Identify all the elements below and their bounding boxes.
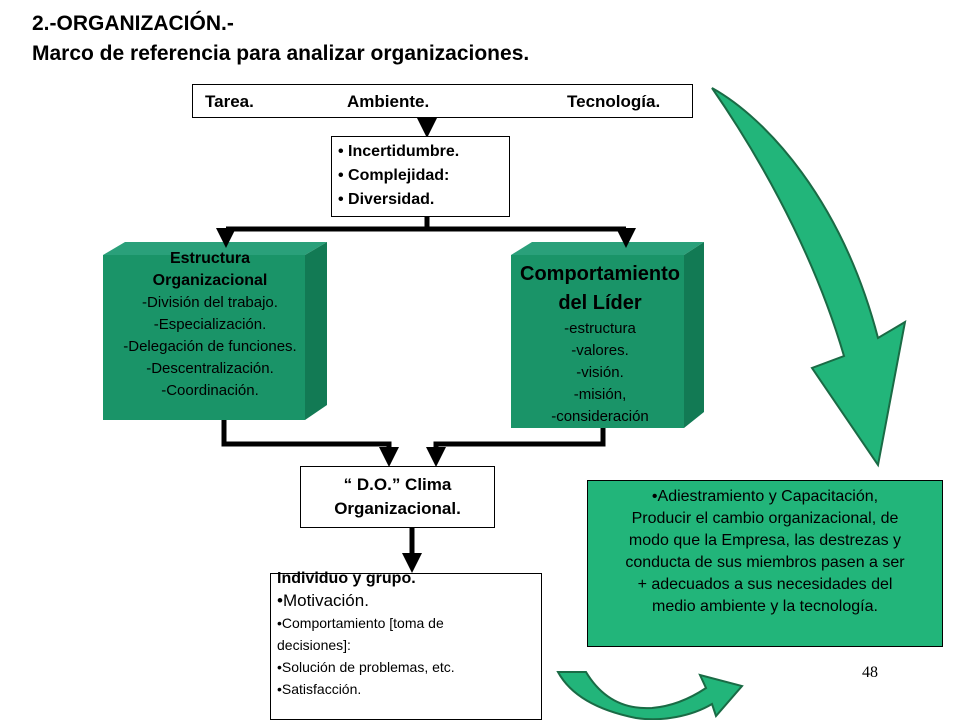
adiestramiento-line: conducta de sus miembros pasen a ser — [625, 554, 905, 571]
page-subtitle: Marco de referencia para analizar organi… — [32, 42, 530, 65]
factor-item: Diversidad. — [338, 188, 509, 212]
estructura-item: -Delegación de funciones. — [123, 338, 297, 355]
factor-item: Incertidumbre. — [338, 140, 509, 164]
adiestramiento-box: •Adiestramiento y Capacitación, Producir… — [587, 480, 943, 647]
estructura-item: -Coordinación. — [161, 382, 259, 399]
page-title: 2.-ORGANIZACIÓN.- — [32, 12, 234, 35]
individuo-item: •Motivación. — [277, 591, 369, 610]
arrow-lider-to-clima — [426, 428, 606, 467]
estructura-organizacional-text: Estructura Organizacional -División del … — [95, 248, 325, 402]
big-curved-arrow — [711, 87, 907, 468]
individuo-item: decisiones]: — [277, 637, 351, 653]
clima-line-1: “ D.O.” Clima — [343, 475, 452, 494]
adiestramiento-line: medio ambiente y la tecnología. — [652, 598, 878, 615]
small-curved-arrow — [556, 671, 744, 720]
clima-line-2: Organizacional. — [334, 499, 461, 518]
tarea-label: Tarea. — [205, 92, 254, 111]
adiestramiento-line: •Adiestramiento y Capacitación, — [651, 488, 879, 505]
individuo-grupo-box: Individuo y grupo. •Motivación. •Comport… — [270, 570, 542, 720]
page-number: 48 — [862, 664, 878, 681]
clima-organizacional-box: “ D.O.” Clima Organizacional. — [300, 466, 495, 528]
lider-item: -estructura — [564, 320, 636, 337]
estructura-item: -Descentralización. — [146, 360, 274, 377]
estructura-3d-box — [103, 242, 327, 420]
tarea-ambiente-tecnologia-box: Tarea. Ambiente. Tecnología. — [192, 84, 693, 118]
ambiente-label: Ambiente. — [347, 92, 430, 111]
arrow-estructura-to-clima — [221, 420, 399, 467]
comportamiento-lider-text: Comportamiento del Líder -estructura -va… — [495, 260, 705, 428]
estructura-item: -División del trabajo. — [142, 294, 278, 311]
connectors — [216, 118, 636, 573]
lider-item: -valores. — [571, 342, 629, 359]
individuo-heading: Individuo y grupo. — [277, 570, 416, 587]
factor-item: Complejidad: — [338, 164, 509, 188]
adiestramiento-line: + adecuados a sus necesidades del — [637, 576, 893, 593]
adiestramiento-line: Producir el cambio organizacional, de — [631, 510, 899, 527]
lider-heading-1: Comportamiento — [520, 263, 680, 285]
lider-item: -visión. — [576, 364, 624, 381]
lider-item: -consideración — [551, 408, 649, 425]
adiestramiento-line: modo que la Empresa, las destrezas y — [628, 532, 902, 549]
estructura-heading-1: Estructura — [169, 250, 251, 267]
estructura-item: -Especialización. — [153, 316, 267, 333]
individuo-item: •Satisfacción. — [277, 681, 362, 697]
lider-heading-2: del Líder — [558, 292, 642, 314]
lider-item: -misión, — [573, 386, 627, 403]
factors-box: Incertidumbre. Complejidad: Diversidad. — [331, 136, 510, 217]
individuo-item: •Comportamiento [toma de — [277, 615, 444, 631]
tecnologia-label: Tecnología. — [567, 92, 661, 111]
estructura-heading-2: Organizacional — [152, 272, 268, 289]
individuo-item: •Solución de problemas, etc. — [277, 659, 455, 675]
lider-3d-box — [511, 242, 704, 428]
